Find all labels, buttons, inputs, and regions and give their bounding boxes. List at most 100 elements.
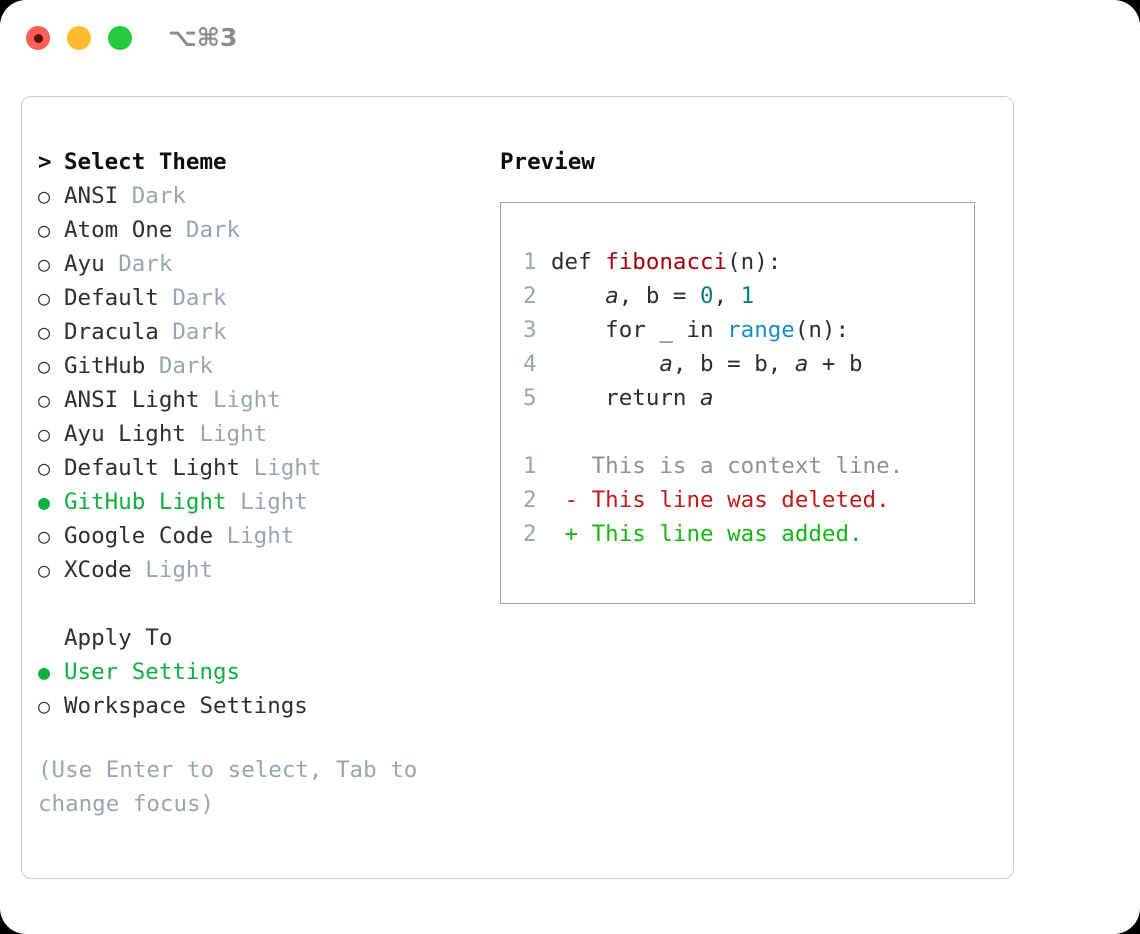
minimize-button[interactable] <box>67 26 91 50</box>
theme-list-item[interactable]: ○ Dracula Dark <box>38 315 468 349</box>
diff-line-number: 2 <box>523 521 537 547</box>
radio-selected-icon: ● <box>38 660 51 684</box>
radio-unselected-icon: ○ <box>38 184 51 208</box>
code-token: a <box>605 283 619 309</box>
radio-unselected-icon: ○ <box>38 320 51 344</box>
diff-line: 2 - This line was deleted. <box>523 483 974 517</box>
theme-name-label: GitHub Light <box>64 489 227 515</box>
apply-to-item[interactable]: ● User Settings <box>38 655 468 689</box>
code-line-content: def fibonacci(n): <box>551 245 781 279</box>
apply-to-item[interactable]: ○Workspace Settings <box>38 689 468 723</box>
close-button[interactable] <box>26 26 50 50</box>
code-token: , b = b, <box>672 351 795 377</box>
section-spacer <box>38 587 468 621</box>
theme-list-item[interactable]: ○Default Light Light <box>38 451 468 485</box>
code-line-content: return a <box>551 381 714 415</box>
apply-to-list[interactable]: Apply To ● User Settings ○Workspace Setting… <box>38 621 468 723</box>
radio-unselected-icon: ○ <box>38 422 51 446</box>
code-token: a <box>700 385 714 411</box>
theme-category-label: Light <box>253 455 322 481</box>
code-gap <box>523 415 974 449</box>
theme-category-label: Dark <box>158 353 214 379</box>
theme-list[interactable]: > Select Theme ○ ANSI Dark ○ Atom One Dark ○ Ay… <box>38 145 468 621</box>
theme-category-label: Dark <box>118 251 173 277</box>
apply-to-marker <box>38 621 64 655</box>
main-panel: > Select Theme ○ ANSI Dark ○ Atom One Dark ○ Ay… <box>21 96 1014 879</box>
code-line: 5 return a <box>523 381 974 415</box>
theme-list-item[interactable]: ○ Google Code Light <box>38 519 468 553</box>
theme-category-label: Dark <box>172 319 227 345</box>
radio-unselected-icon: ○ <box>38 218 51 242</box>
code-line: 3 for _ in range(n): <box>523 313 974 347</box>
theme-name-label: Ayu Light <box>64 421 186 447</box>
diff-line: 1 This is a context line. <box>523 449 974 483</box>
diff-line-content: This is a context line. <box>551 453 904 479</box>
code-token: , <box>713 283 741 309</box>
theme-list-item[interactable]: ○ XCode Light <box>38 553 468 587</box>
theme-name-label: GitHub <box>64 353 146 379</box>
theme-category-label: Light <box>199 421 268 447</box>
theme-name-label: Atom One <box>64 217 173 243</box>
code-token: (n): <box>794 317 850 343</box>
theme-list-item[interactable]: ○ GitHub Dark <box>38 349 468 383</box>
theme-picker-column: > Select Theme ○ ANSI Dark ○ Atom One Dark ○ Ay… <box>38 145 468 821</box>
diff-line: 2 + This line was added. <box>523 517 974 551</box>
code-token: a <box>794 351 809 377</box>
theme-list-header-label: Select Theme <box>64 149 227 175</box>
radio-unselected-icon: ○ <box>38 354 51 378</box>
theme-list-item[interactable]: ● GitHub Light Light <box>38 485 468 519</box>
theme-category-label: Light <box>240 489 308 515</box>
code-token: return <box>551 385 701 411</box>
code-token: 1 <box>740 283 755 309</box>
theme-list-item[interactable]: ○Default Dark <box>38 281 468 315</box>
theme-list-item[interactable]: ○ Atom One Dark <box>38 213 468 247</box>
theme-name-label: XCode <box>64 557 132 583</box>
theme-list-header: > Select Theme <box>38 145 468 179</box>
radio-unselected-icon: ○ <box>38 558 51 582</box>
apply-to-header: Apply To <box>38 621 468 655</box>
code-line-number: 3 <box>523 317 537 343</box>
radio-unselected-icon: ○ <box>38 388 51 412</box>
radio-unselected-icon: ○ <box>38 252 51 276</box>
apply-to-label: Workspace Settings <box>64 693 308 719</box>
theme-list-item[interactable]: ○ Ayu Light Light <box>38 417 468 451</box>
title-bar: ⌥⌘3 <box>0 0 1140 78</box>
theme-category-label: Dark <box>131 183 186 209</box>
code-token: a <box>659 351 673 377</box>
code-line-content: for _ in range(n): <box>551 313 849 347</box>
theme-name-label: Ayu <box>64 251 105 277</box>
theme-category-label: Dark <box>185 217 241 243</box>
cursor-caret-icon: > <box>38 149 52 175</box>
diff-line-number: 1 <box>523 453 537 479</box>
theme-category-label: Light <box>226 523 295 549</box>
keyboard-shortcut-label: ⌥⌘3 <box>168 23 238 52</box>
diff-line-number: 2 <box>523 487 537 513</box>
theme-name-label: Dracula <box>64 319 159 345</box>
preview-title: Preview <box>500 149 595 175</box>
theme-list-item[interactable]: ○ANSI Light Light <box>38 383 468 417</box>
theme-list-item[interactable]: ○ ANSI Dark <box>38 179 468 213</box>
zoom-button[interactable] <box>108 26 132 50</box>
theme-name-label: Google Code <box>64 523 214 549</box>
theme-name-label: ANSI <box>64 183 119 209</box>
code-token: for _ in <box>551 317 728 343</box>
theme-category-label: Light <box>145 557 214 583</box>
diff-line-content: - This line was deleted. <box>551 487 890 513</box>
code-token: fibonacci <box>605 249 728 275</box>
code-line-number: 4 <box>523 351 537 377</box>
radio-selected-icon: ● <box>38 490 51 514</box>
theme-name-label: ANSI Light <box>64 387 200 413</box>
code-token <box>551 351 659 377</box>
apply-to-label: User Settings <box>64 659 241 685</box>
code-line: 2 a, b = 0, 1 <box>523 279 974 313</box>
code-line-content: a, b = 0, 1 <box>551 279 754 313</box>
radio-unselected-icon: ○ <box>38 286 51 310</box>
code-token: + b <box>808 351 863 377</box>
diff-sample: 1 This is a context line.2 - This line w… <box>523 449 974 551</box>
radio-unselected-icon: ○ <box>38 524 51 548</box>
theme-name-label: Default <box>64 285 159 311</box>
theme-list-item[interactable]: ○ Ayu Dark <box>38 247 468 281</box>
